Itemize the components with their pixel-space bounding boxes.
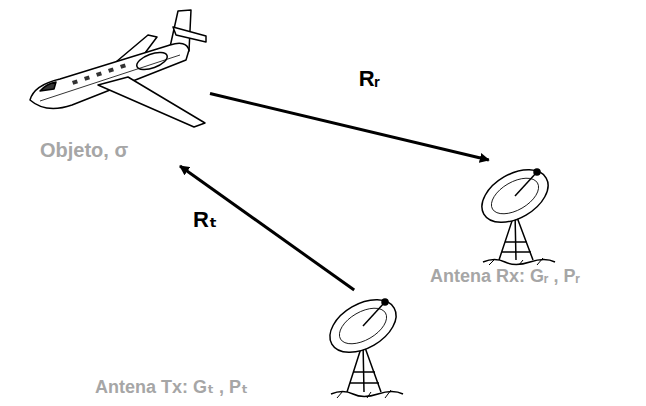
dish-antenna [323,292,413,400]
node-label: Antena Rx: Gᵣ , Pᵣ [430,266,580,287]
antenna-box: Antena Rx: Gᵣ , Pᵣ [430,160,640,291]
object-label-box: Objeto, σ [10,5,210,166]
signal-path-arrow [180,166,354,290]
airplane-illustration [10,5,210,135]
node-label: Antena Tx: Gₜ , Pₜ [95,376,248,398]
antenna-box: Antena Tx: Gₜ , Pₜ [95,290,415,402]
signal-path-arrow [210,94,489,160]
range-label: Rₜ [190,207,220,233]
dish-antenna [475,162,565,267]
node-label: Objeto, σ [40,139,128,162]
range-label: Rᵣ [356,66,383,92]
